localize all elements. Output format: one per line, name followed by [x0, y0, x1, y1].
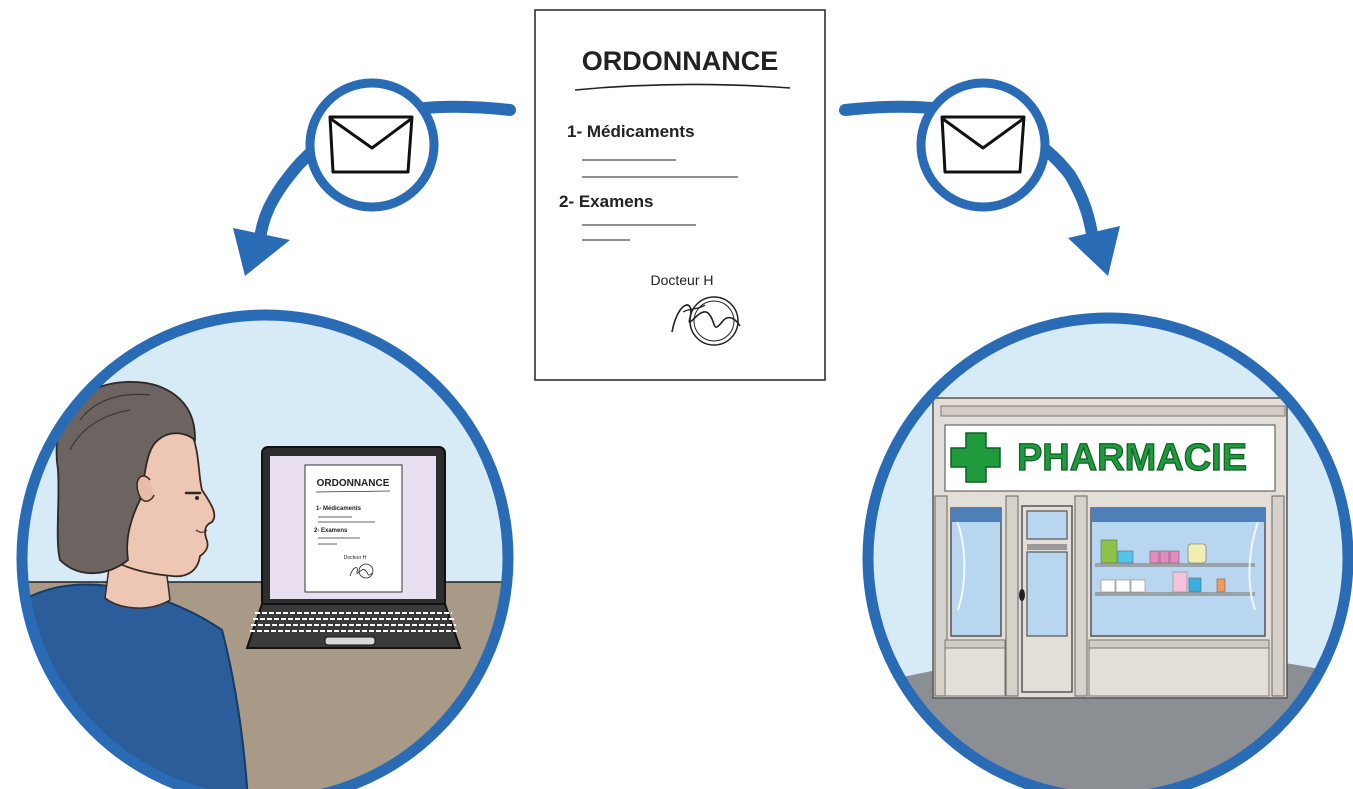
- green-cross-icon: [950, 432, 1001, 483]
- pharmacy-sign-text: PHARMACIE: [1017, 437, 1247, 479]
- prescription-signature-label: Docteur H: [650, 272, 713, 288]
- prescription-item-exams: 2- Examens: [559, 192, 654, 211]
- laptop: ORDONNANCE 1- Médicaments 2- Examens Doc…: [245, 446, 462, 649]
- patient-scene: ORDONNANCE 1- Médicaments 2- Examens Doc…: [16, 309, 514, 789]
- laptop-doc-title: ORDONNANCE: [317, 478, 390, 489]
- envelope-badge-right: [916, 78, 1050, 212]
- pharmacy-building: PHARMACIE: [932, 397, 1288, 699]
- laptop-screen-document: ORDONNANCE 1- Médicaments 2- Examens Doc…: [304, 464, 403, 593]
- prescription-document: ORDONNANCE 1- Médicaments 2- Examens Doc…: [534, 9, 826, 381]
- laptop-doc-item-2: 2- Examens: [314, 528, 348, 534]
- laptop-doc-item-1: 1- Médicaments: [316, 506, 362, 512]
- patient-figure: [22, 381, 250, 789]
- laptop-doc-signature-label: Docteur H: [344, 555, 367, 561]
- prescription-item-medications: 1- Médicaments: [567, 122, 695, 141]
- envelope-badge-left: [305, 78, 439, 212]
- pharmacy-scene: PHARMACIE: [862, 312, 1353, 789]
- signature-stamp: [671, 296, 741, 346]
- envelope-icon: [940, 115, 1026, 174]
- envelope-icon: [328, 115, 414, 174]
- prescription-title: ORDONNANCE: [582, 46, 779, 76]
